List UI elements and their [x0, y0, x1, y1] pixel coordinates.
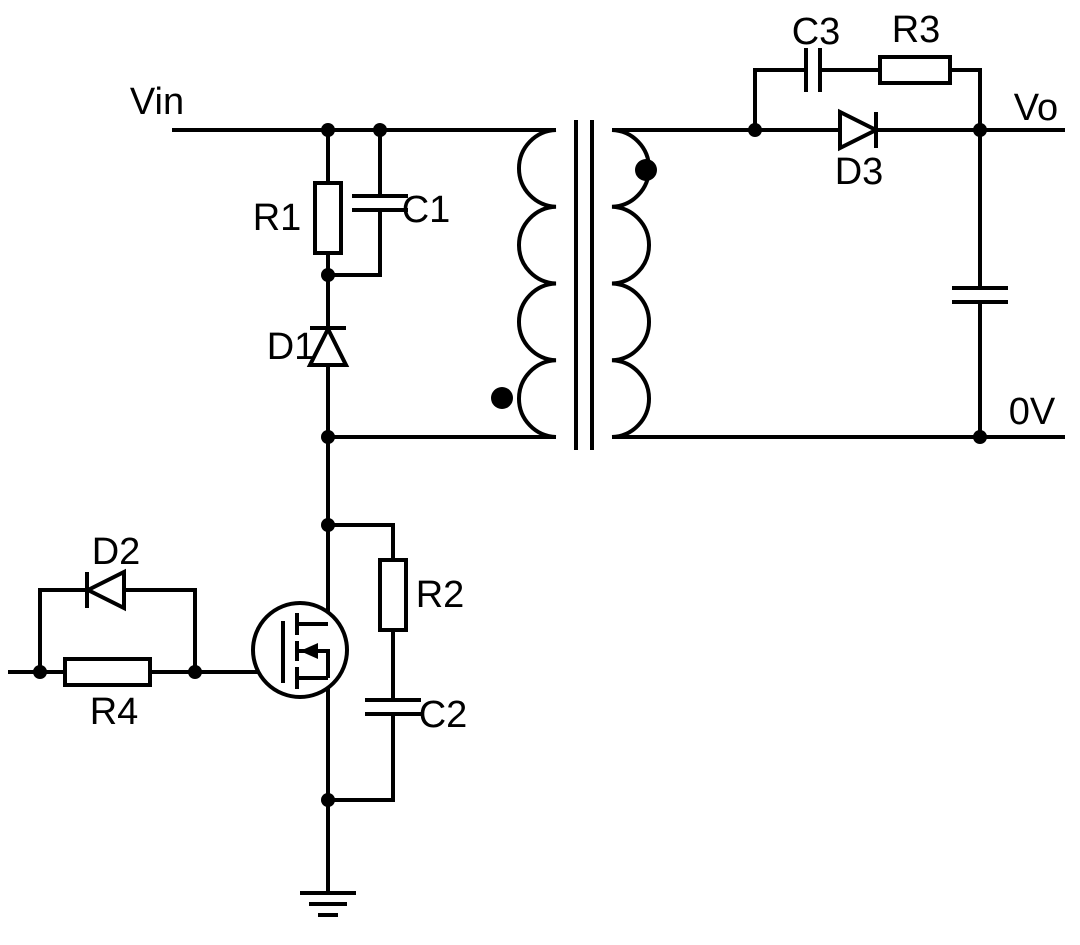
junction-dot [321, 123, 335, 137]
junction-dot [321, 793, 335, 807]
junction-dots [33, 123, 987, 807]
secondary-winding [611, 128, 651, 439]
wire-d2-left [38, 588, 87, 672]
wire-r2c2-top [328, 523, 395, 560]
label-d2: D2 [92, 531, 141, 573]
labels: Vin Vo 0V R1 C1 D1 R2 C2 D2 R4 D3 C3 R3 [90, 9, 1058, 736]
resistor-r2 [378, 558, 408, 632]
resistor-r4 [63, 657, 152, 687]
wire-r3-right [950, 68, 982, 130]
label-r1: R1 [253, 197, 302, 239]
net-label-vo: Vo [1014, 87, 1058, 129]
wires [8, 68, 1065, 893]
junction-dot [973, 430, 987, 444]
ground-symbol [300, 891, 356, 917]
mosfet [251, 601, 349, 699]
wire-d2-right [124, 588, 197, 672]
junction-dot [373, 123, 387, 137]
d1-triangle [306, 324, 350, 367]
label-d3: D3 [835, 151, 884, 193]
label-c1: C1 [402, 189, 451, 231]
transformer [491, 120, 657, 450]
diode-d1 [306, 324, 350, 367]
wire-c3-left [753, 68, 806, 130]
wire-c1-bottom [328, 210, 382, 277]
junction-dot [33, 665, 47, 679]
net-label-0v: 0V [1009, 391, 1056, 433]
label-c3: C3 [792, 11, 841, 53]
d3-triangle [838, 108, 881, 152]
capacitor-c3 [804, 48, 822, 92]
primary-winding [517, 128, 557, 439]
junction-dot [321, 430, 335, 444]
label-r2: R2 [416, 574, 465, 616]
wire-r2c2-bottom [328, 714, 395, 802]
label-d1: D1 [267, 326, 316, 368]
junction-dot [748, 123, 762, 137]
diode-d2 [83, 568, 126, 612]
d2-triangle [83, 568, 126, 612]
resistor-r1 [313, 181, 343, 255]
diode-d3 [838, 108, 881, 152]
capacitor-output [952, 286, 1008, 304]
junction-dot [973, 123, 987, 137]
mosfet-arrow [300, 643, 318, 659]
resistor-r3 [878, 55, 952, 85]
capacitor-c2 [365, 698, 421, 716]
junction-dot [321, 518, 335, 532]
label-r3: R3 [892, 9, 941, 51]
junction-dot [321, 268, 335, 282]
label-r4: R4 [90, 691, 139, 733]
label-c2: C2 [419, 694, 468, 736]
secondary-phase-dot [635, 159, 657, 181]
primary-phase-dot [491, 387, 513, 409]
net-label-vin: Vin [130, 81, 184, 123]
junction-dot [188, 665, 202, 679]
capacitor-c1 [352, 194, 408, 212]
